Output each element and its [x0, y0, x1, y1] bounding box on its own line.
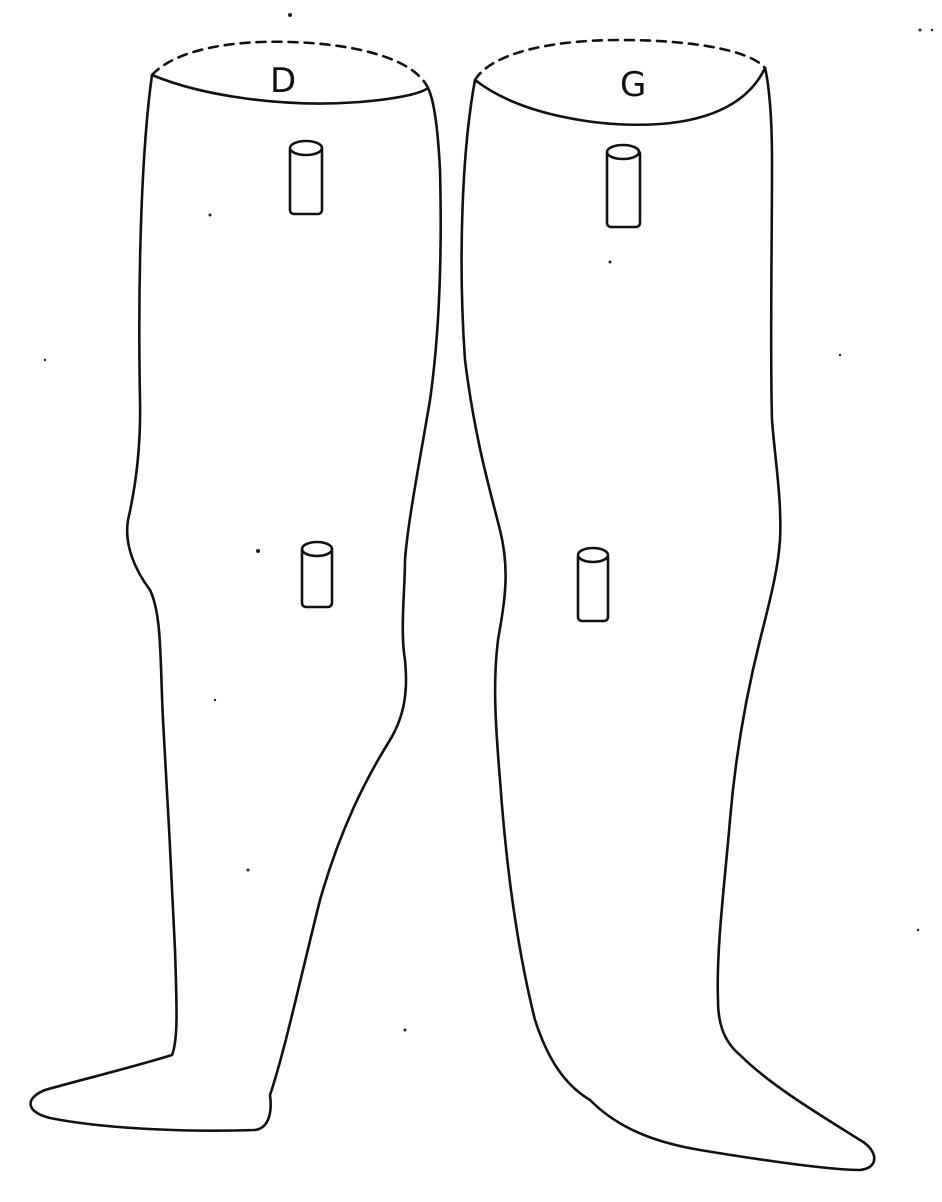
left-leg	[462, 40, 875, 1170]
right-leg-upper-peg	[290, 141, 322, 214]
right-leg	[31, 42, 441, 1131]
right-leg-label: D	[270, 64, 296, 98]
left-leg-outline	[462, 68, 875, 1170]
left-leg-lower-peg	[578, 548, 608, 621]
left-leg-label: G	[620, 68, 646, 102]
left-leg-upper-peg	[607, 145, 640, 227]
right-leg-lower-peg	[302, 542, 332, 607]
scan-specks	[44, 13, 933, 1032]
right-leg-outline	[31, 75, 441, 1131]
